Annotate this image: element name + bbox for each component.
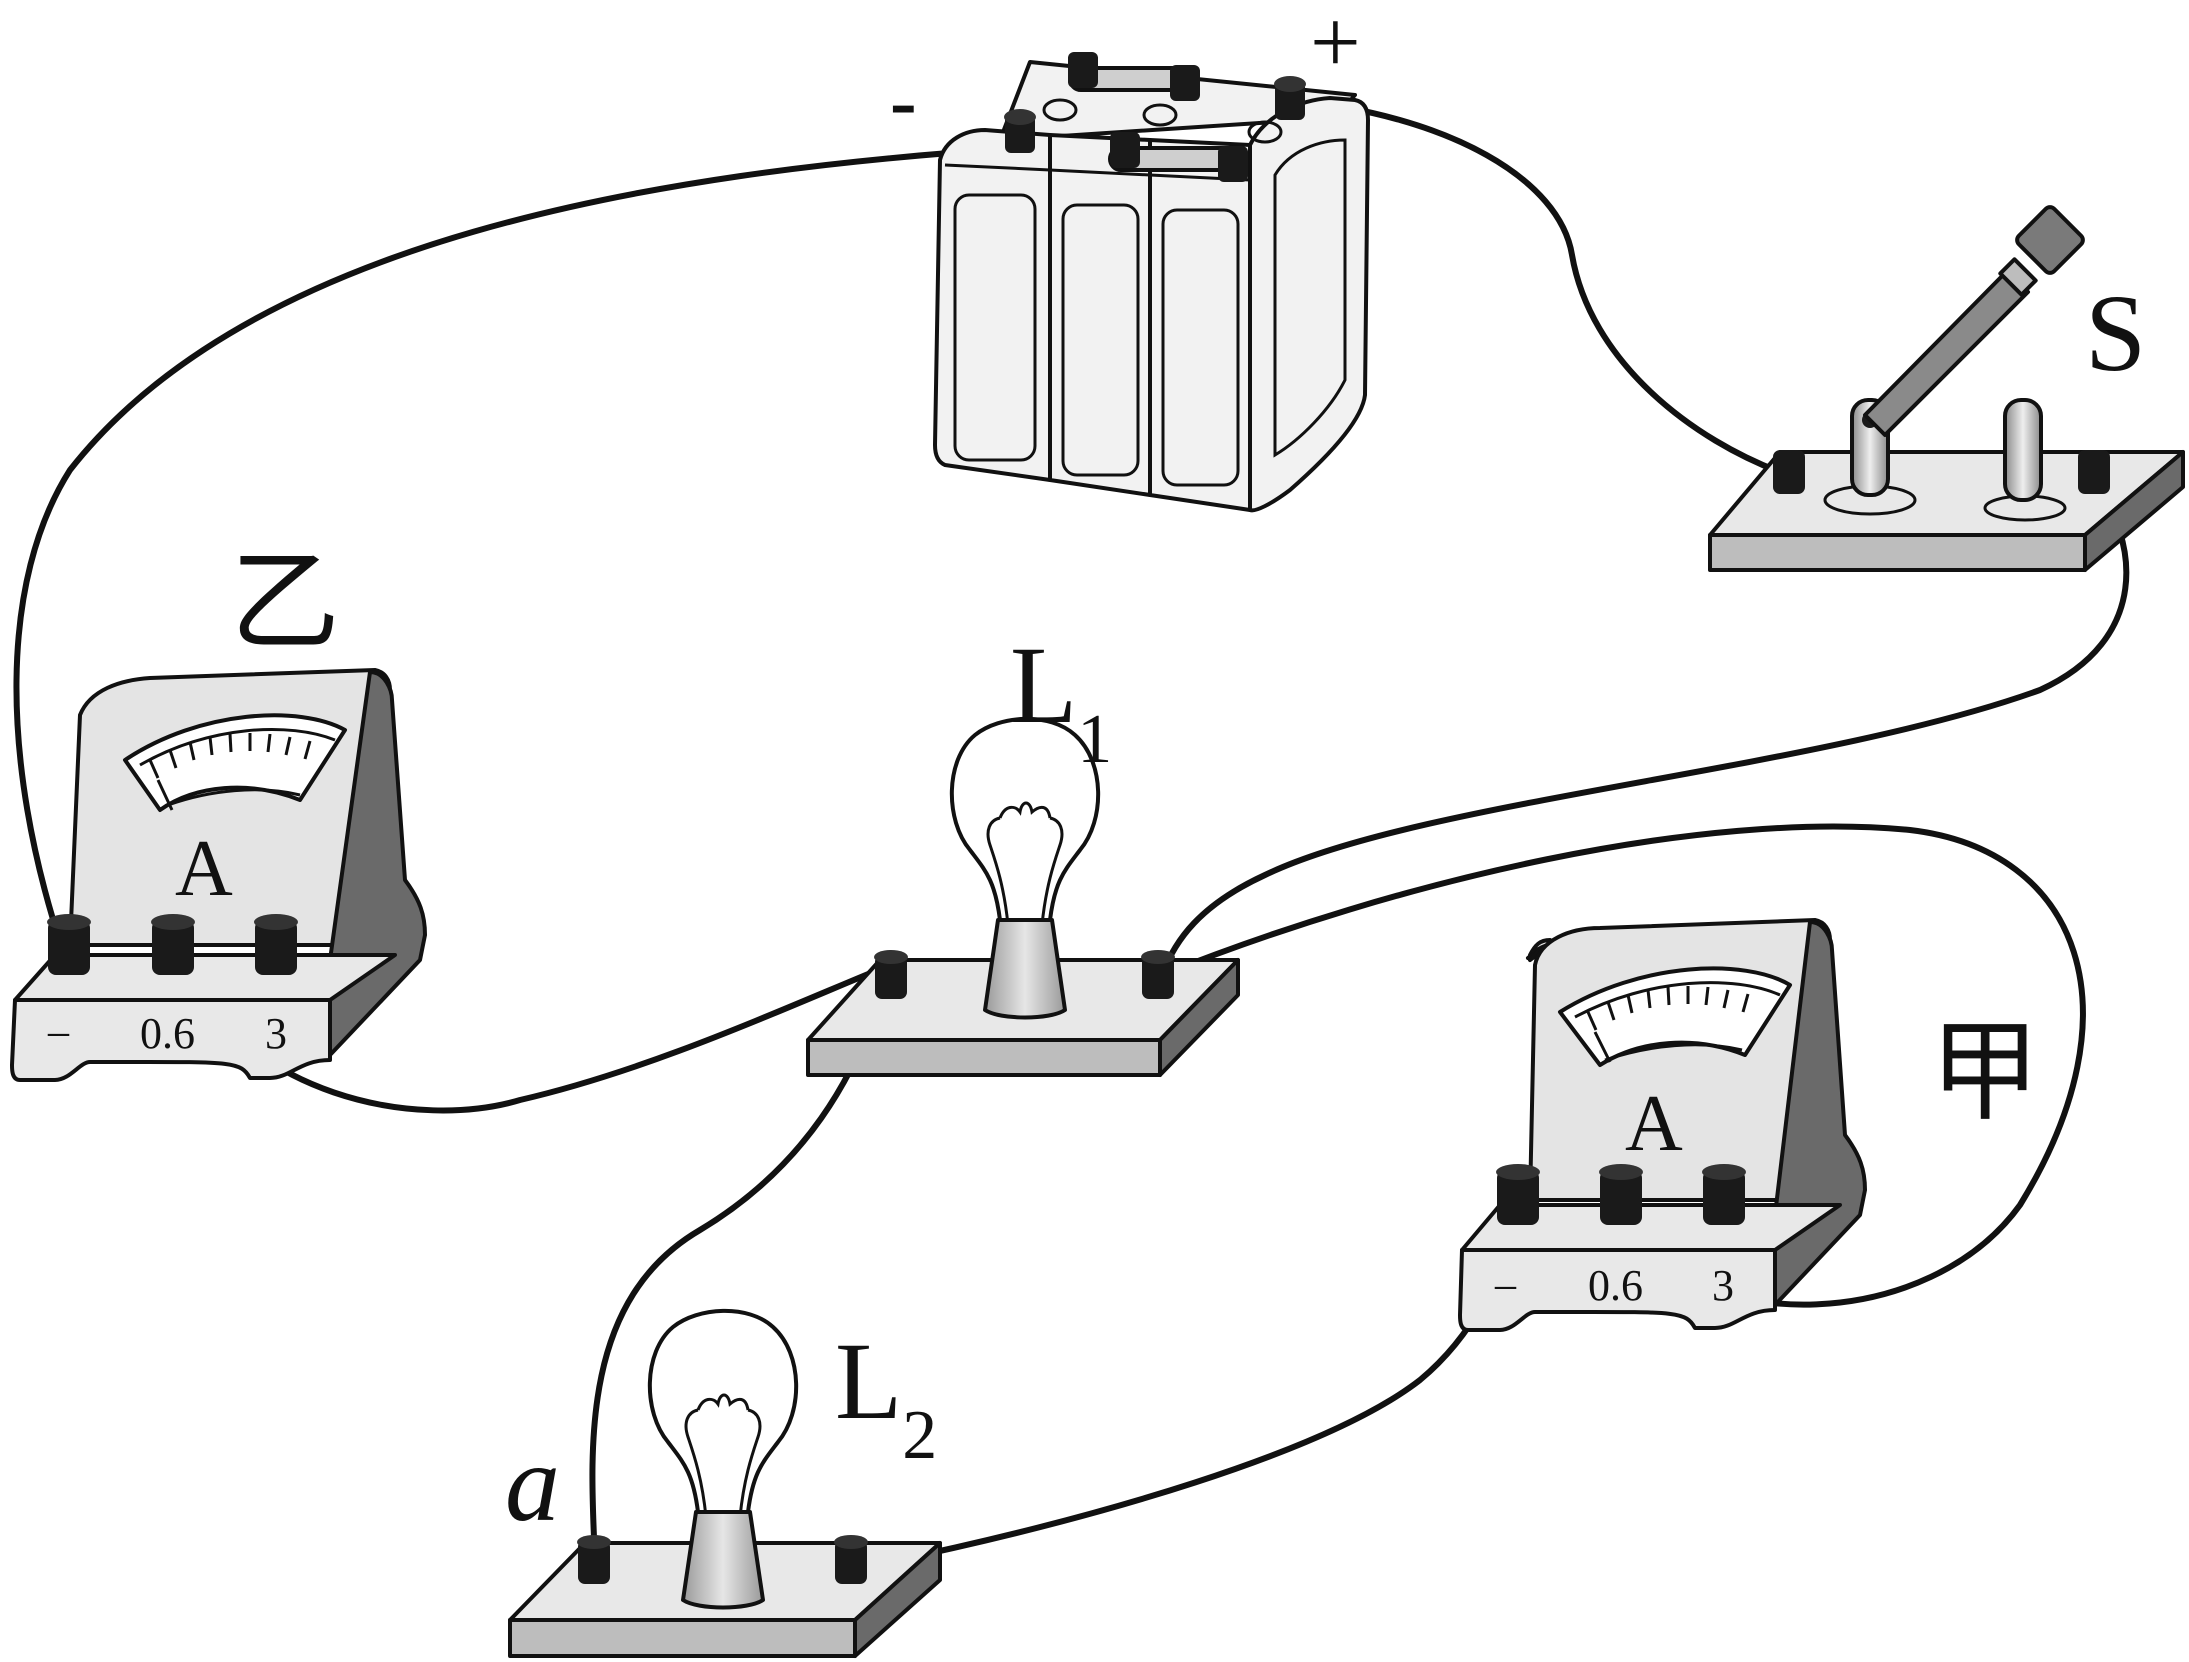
switch-s[interactable]: [1708, 205, 2185, 572]
ammeter-yi[interactable]: [10, 668, 427, 1082]
ammeter-jia-symbol: A: [1625, 1080, 1683, 1168]
battery-minus-label: -: [890, 58, 917, 146]
battery-positive-terminal[interactable]: [1274, 76, 1306, 120]
lamp-l1[interactable]: [806, 716, 1240, 1077]
battery[interactable]: [933, 52, 1370, 513]
switch-left-terminal[interactable]: [1773, 450, 1805, 494]
ammeter-yi-name: 乙: [230, 542, 340, 664]
wire-lamp1-to-ammeter-jia: [1159, 823, 2086, 1308]
lamp-l1-label: L1: [1010, 624, 1112, 778]
ammeter-yi-3-label: 3: [265, 1009, 287, 1058]
ammeter-jia-name: 甲: [1930, 1012, 2040, 1134]
ammeter-yi-symbol: A: [175, 825, 233, 913]
switch-right-terminal[interactable]: [2078, 450, 2110, 494]
ammeter-jia-0-6-terminal[interactable]: [1599, 1164, 1643, 1225]
lamp-l2-right-terminal[interactable]: [834, 1535, 868, 1584]
wire-switch-to-lamp1: [1159, 477, 2130, 978]
lamp-l1-left-terminal[interactable]: [874, 950, 908, 999]
lamp-l1-right-terminal[interactable]: [1141, 950, 1175, 999]
battery-negative-terminal[interactable]: [1004, 109, 1036, 153]
ammeter-jia-neg-terminal[interactable]: [1496, 1164, 1540, 1225]
ammeter-jia-3-label: 3: [1712, 1261, 1734, 1310]
ammeter-yi-0-6-label: 0.6: [140, 1009, 195, 1058]
ammeter-yi-0-6-terminal[interactable]: [151, 914, 195, 975]
wire-lamp2-to-ammeter-jia: [847, 1217, 1521, 1573]
ammeter-jia[interactable]: [1458, 918, 1867, 1332]
ammeter-jia-0-6-label: 0.6: [1588, 1261, 1643, 1310]
ammeter-jia-3-terminal[interactable]: [1702, 1164, 1746, 1225]
ammeter-yi-neg-label: –: [47, 1009, 70, 1055]
battery-plus-label: +: [1310, 0, 1361, 92]
ammeter-yi-3-terminal[interactable]: [254, 914, 298, 975]
wire-battery-minus-to-ammeter-yi: [13, 145, 1021, 951]
wire-battery-plus-to-switch: [1287, 97, 1791, 478]
point-a-label: a: [505, 1422, 560, 1544]
ammeter-jia-neg-label: –: [1494, 1262, 1517, 1308]
ammeter-yi-neg-terminal[interactable]: [47, 914, 91, 975]
switch-label: S: [2085, 272, 2146, 394]
lamp-l2-label: L2: [835, 1320, 937, 1474]
lamp-l2-left-terminal[interactable]: [577, 1535, 611, 1584]
lamp-l2[interactable]: [508, 1308, 942, 1658]
